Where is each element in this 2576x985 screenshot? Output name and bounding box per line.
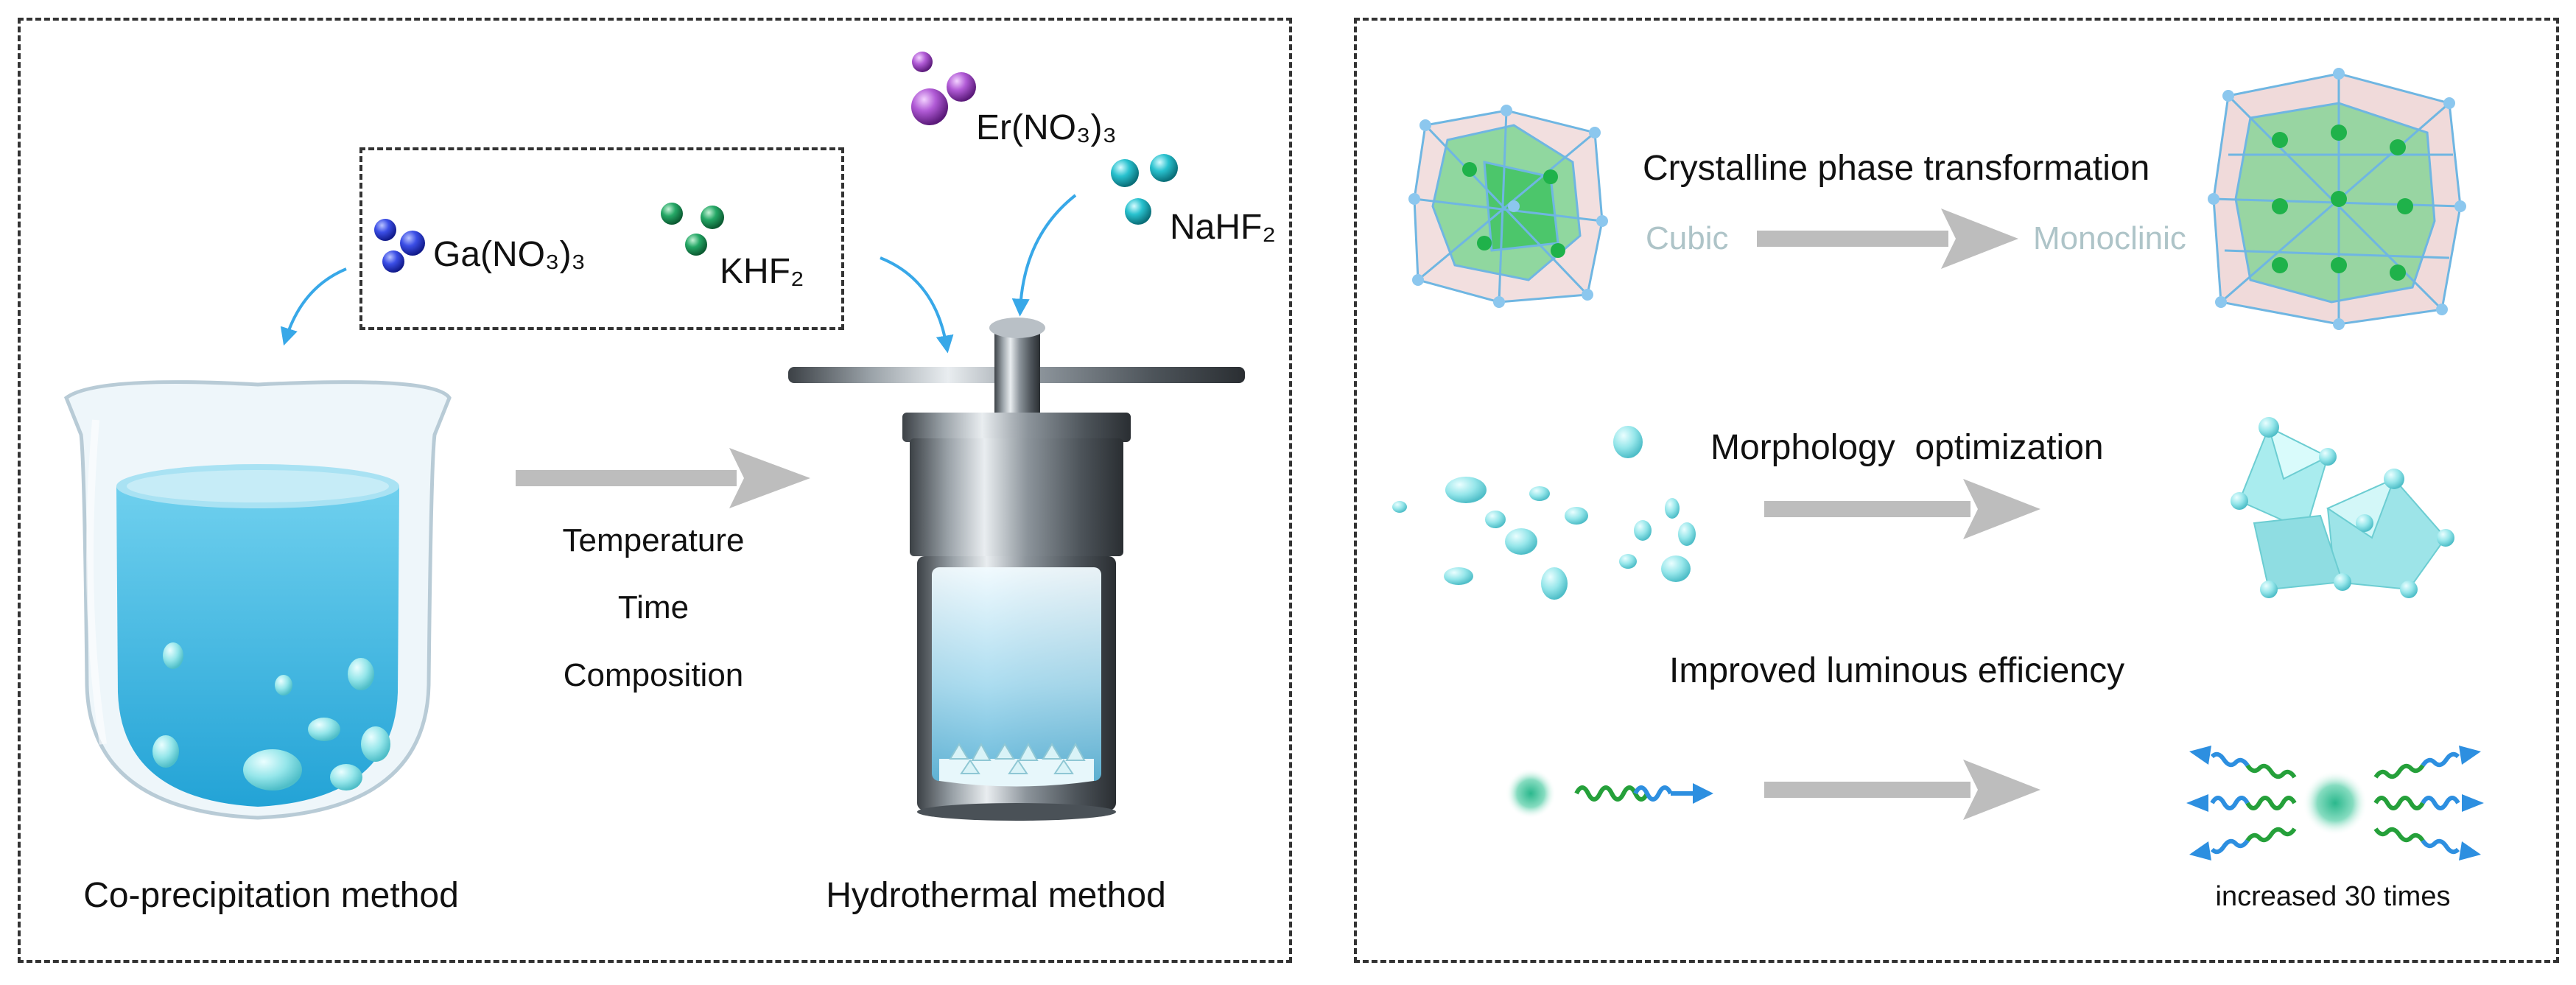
condition-temperature: Temperature xyxy=(562,522,745,558)
label-er-nitrate: Er(NO₃)₃ xyxy=(976,108,1117,147)
label-nahf2: NaHF₂ xyxy=(1170,208,1276,247)
octahedral-crystals xyxy=(2231,417,2454,598)
emission-after xyxy=(2186,746,2484,860)
label-hydrothermal-method: Hydrothermal method xyxy=(826,876,1166,915)
beaker-illustration xyxy=(63,380,452,820)
label-monoclinic: Monoclinic xyxy=(2033,220,2186,256)
title-luminous-efficiency: Improved luminous efficiency xyxy=(1669,651,2125,690)
luminous-arrow xyxy=(1764,760,2040,820)
condition-composition: Composition xyxy=(563,657,744,693)
emission-before xyxy=(1506,768,1713,819)
label-cubic: Cubic xyxy=(1646,220,1729,256)
phase-arrow xyxy=(1757,208,2018,269)
process-arrow-left xyxy=(516,448,810,508)
left-panel xyxy=(18,18,1292,963)
cubic-crystal-structure xyxy=(1408,105,1608,308)
label-increased-30-times: increased 30 times xyxy=(2215,881,2451,912)
label-khf2: KHF₂ xyxy=(720,252,804,291)
morphology-arrow xyxy=(1764,479,2040,539)
small-particles xyxy=(1392,426,1696,600)
title-phase-transformation: Crystalline phase transformation xyxy=(1643,149,2150,188)
title-morphology-optimization: Morphology optimization xyxy=(1710,428,2104,467)
right-panel xyxy=(1354,18,2559,963)
label-ga-nitrate: Ga(NO₃)₃ xyxy=(433,235,586,274)
label-coprecipitation-method: Co-precipitation method xyxy=(83,876,459,915)
monoclinic-crystal-structure xyxy=(2208,68,2466,330)
reagent-dashed-box xyxy=(359,147,844,330)
autoclave-illustration xyxy=(788,318,1245,821)
condition-time: Time xyxy=(617,589,689,625)
